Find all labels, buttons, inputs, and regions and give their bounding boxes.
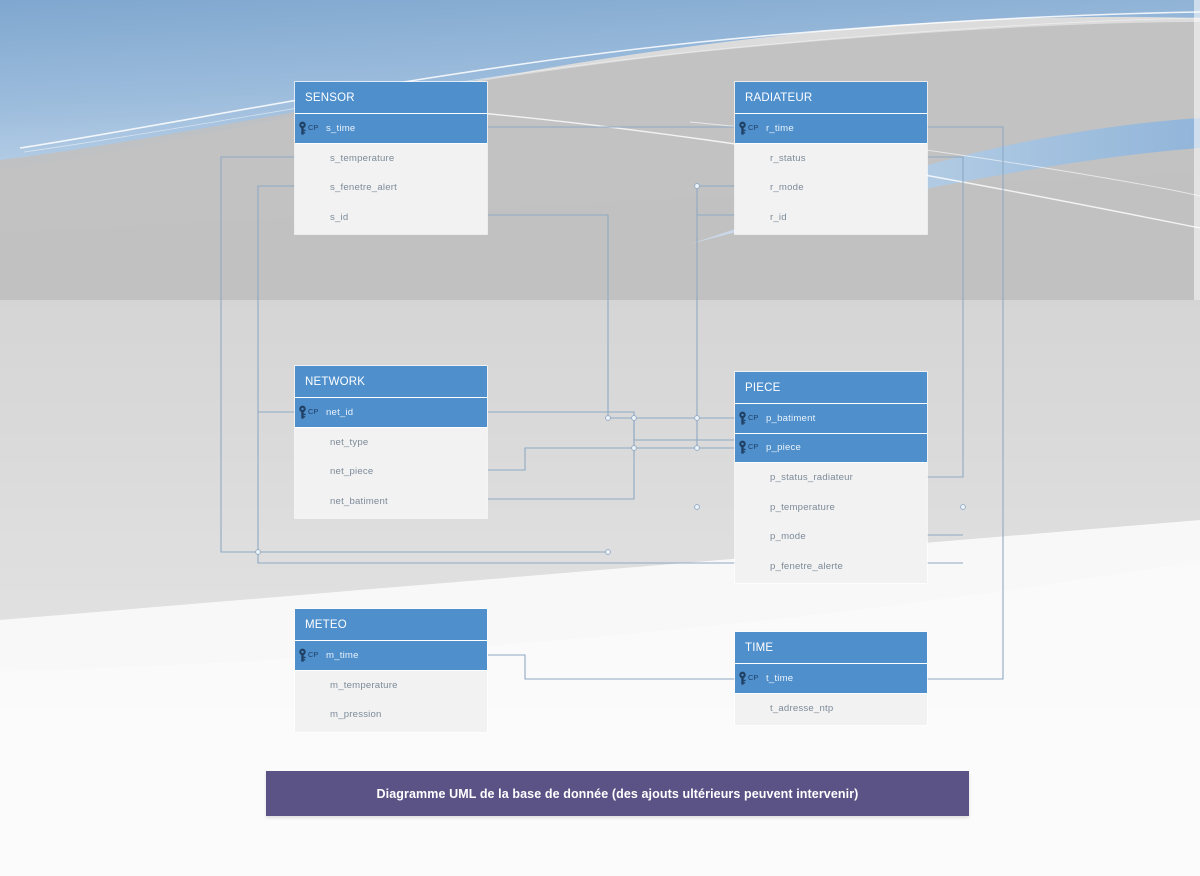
field-row[interactable]: m_pression	[295, 700, 487, 730]
pk-label: CP	[748, 122, 759, 132]
entity-table-sensor[interactable]: SENSOR CP s_time s_temperature s_fenetre_ale…	[295, 82, 487, 234]
field-row[interactable]: p_fenetre_alerte	[735, 552, 927, 582]
field-name: p_fenetre_alerte	[770, 560, 844, 572]
field-row[interactable]: net_type	[295, 428, 487, 458]
field-row[interactable]: s_id	[295, 203, 487, 233]
field-name: p_piece	[766, 442, 802, 454]
field-row[interactable]: r_mode	[735, 173, 927, 203]
entity-title-text: TIME	[745, 641, 774, 654]
field-row[interactable]: s_temperature	[295, 144, 487, 174]
entity-title-network: NETWORK	[295, 366, 487, 398]
entity-title-text: NETWORK	[305, 375, 366, 388]
field-name: net_type	[330, 436, 369, 448]
entity-fields-network: CP net_id net_type net_piece net_batiment	[295, 398, 487, 518]
entity-fields-radiateur: CP r_time r_status r_mode r_id	[735, 114, 927, 234]
field-name: r_time	[766, 122, 794, 134]
field-row[interactable]: r_id	[735, 203, 927, 233]
field-row[interactable]: net_batiment	[295, 487, 487, 517]
primary-key-row[interactable]: CP r_time	[735, 114, 927, 144]
caption-text: Diagramme UML de la base de donnée (des …	[376, 786, 859, 801]
field-name: s_id	[330, 211, 349, 223]
field-name: t_time	[766, 672, 794, 684]
entity-title-text: PIECE	[745, 381, 781, 394]
primary-key-row[interactable]: CP t_time	[735, 664, 927, 694]
entity-table-network[interactable]: NETWORK CP net_id net_type net_piece net_bati…	[295, 366, 487, 518]
diagram-caption: Diagramme UML de la base de donnée (des …	[266, 771, 969, 816]
field-name: net_id	[326, 406, 354, 418]
pk-label: CP	[308, 649, 319, 659]
entity-title-piece: PIECE	[735, 372, 927, 404]
entity-table-time[interactable]: TIME CP t_time t_adresse_ntp	[735, 632, 927, 725]
key-icon: CP	[735, 440, 765, 455]
field-name: s_fenetre_alert	[330, 182, 397, 194]
entity-title-meteo: METEO	[295, 609, 487, 641]
primary-key-row[interactable]: CP p_batiment	[735, 404, 927, 434]
key-icon: CP	[735, 411, 765, 426]
entity-title-radiateur: RADIATEUR	[735, 82, 927, 114]
entity-title-text: SENSOR	[305, 91, 355, 104]
primary-key-row[interactable]: CP s_time	[295, 114, 487, 144]
entity-title-text: RADIATEUR	[745, 91, 813, 104]
key-icon: CP	[295, 405, 325, 420]
field-row[interactable]: s_fenetre_alert	[295, 173, 487, 203]
entity-title-sensor: SENSOR	[295, 82, 487, 114]
pk-label: CP	[748, 412, 759, 422]
field-name: r_status	[770, 152, 806, 164]
primary-key-row[interactable]: CP m_time	[295, 641, 487, 671]
field-row[interactable]: p_temperature	[735, 493, 927, 523]
entity-title-time: TIME	[735, 632, 927, 664]
field-name: m_temperature	[330, 679, 398, 691]
field-row[interactable]: net_piece	[295, 457, 487, 487]
primary-key-row[interactable]: CP p_piece	[735, 433, 927, 463]
field-row[interactable]: t_adresse_ntp	[735, 694, 927, 724]
key-icon: CP	[735, 121, 765, 136]
field-name: m_time	[326, 649, 359, 661]
field-name: net_piece	[330, 466, 374, 478]
field-name: net_batiment	[330, 495, 388, 507]
entity-title-text: METEO	[305, 618, 347, 631]
field-name: p_temperature	[770, 501, 835, 513]
key-icon: CP	[295, 648, 325, 663]
pk-label: CP	[748, 672, 759, 682]
entity-table-radiateur[interactable]: RADIATEUR CP r_time r_status r_mode r_id	[735, 82, 927, 234]
field-row[interactable]: m_temperature	[295, 671, 487, 701]
field-name: r_id	[770, 211, 787, 223]
field-row[interactable]: r_status	[735, 144, 927, 174]
field-name: p_status_radiateur	[770, 472, 854, 484]
pk-label: CP	[748, 442, 759, 452]
field-row[interactable]: p_status_radiateur	[735, 463, 927, 493]
field-row[interactable]: p_mode	[735, 522, 927, 552]
field-name: m_pression	[330, 709, 382, 721]
entity-fields-meteo: CP m_time m_temperature m_pression	[295, 641, 487, 732]
pk-label: CP	[308, 406, 319, 416]
field-name: s_temperature	[330, 152, 395, 164]
pk-label: CP	[308, 122, 319, 132]
field-name: t_adresse_ntp	[770, 702, 834, 714]
entity-table-meteo[interactable]: METEO CP m_time m_temperature m_pression	[295, 609, 487, 732]
field-name: p_mode	[770, 531, 806, 543]
entity-fields-time: CP t_time t_adresse_ntp	[735, 664, 927, 725]
key-icon: CP	[295, 121, 325, 136]
field-name: s_time	[326, 122, 356, 134]
field-name: r_mode	[770, 182, 804, 194]
key-icon: CP	[735, 671, 765, 686]
entity-fields-sensor: CP s_time s_temperature s_fenetre_alert s_id	[295, 114, 487, 234]
field-name: p_batiment	[766, 412, 816, 424]
primary-key-row[interactable]: CP net_id	[295, 398, 487, 428]
